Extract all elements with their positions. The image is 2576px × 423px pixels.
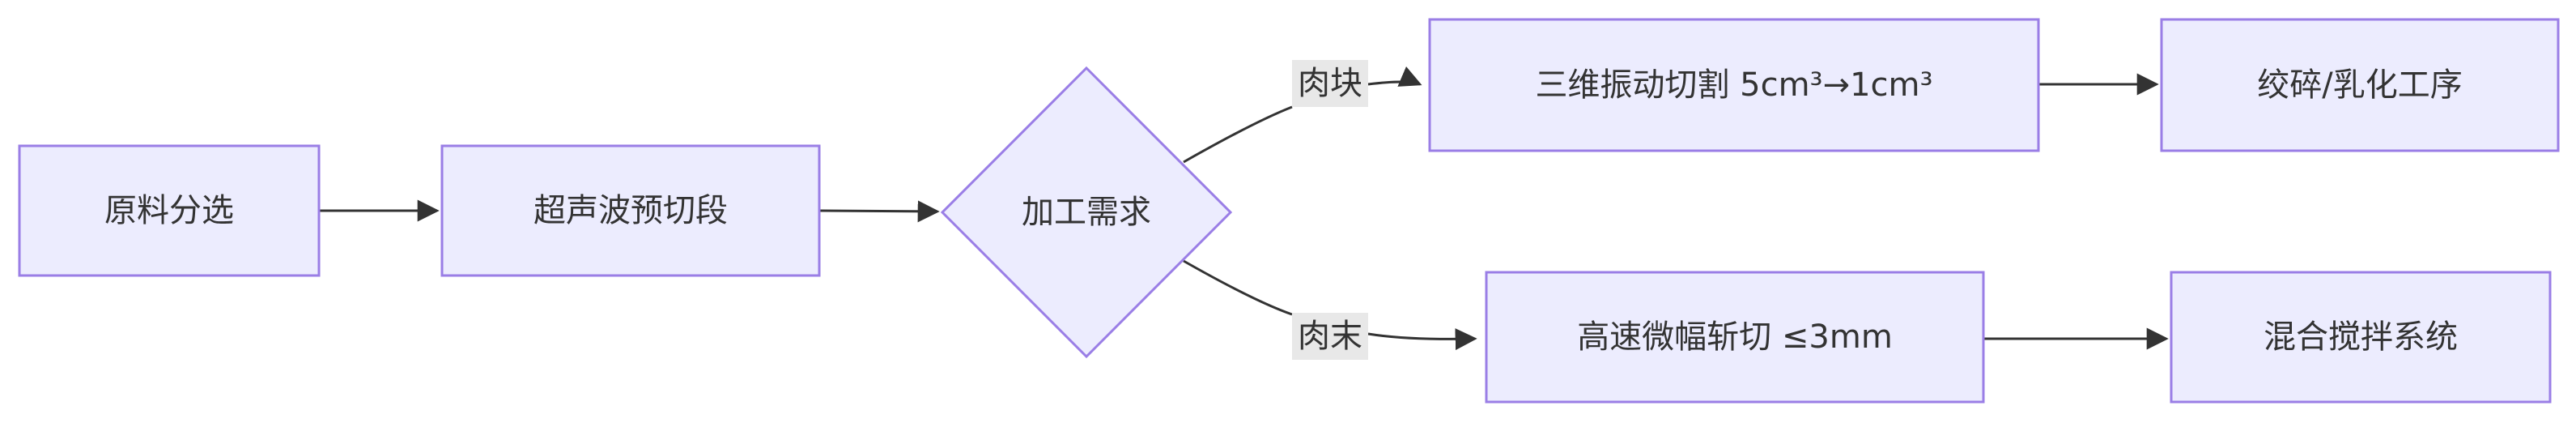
node-high-speed-chopping-label: 高速微幅斩切 ≤3mm <box>1577 318 1893 356</box>
edge-decision-to-minced-label <box>1183 259 1293 316</box>
edge-minced-label-to-chopping <box>1367 328 1477 351</box>
edge-label-chunk: 肉块 <box>1292 60 1368 107</box>
edge-label-chunk-text: 肉块 <box>1298 65 1362 102</box>
edge-chunk-label-to-vibration <box>1367 66 1422 87</box>
node-ultrasonic-precut-label: 超声波预切段 <box>533 192 728 229</box>
edge-precut-to-decision <box>817 200 940 223</box>
node-mincing-emulsify: 绞碎/乳化工序 <box>2160 18 2560 152</box>
node-processing-need-decision: 加工需求 <box>940 66 1233 359</box>
node-high-speed-chopping: 高速微幅斩切 ≤3mm <box>1485 271 1985 404</box>
node-mixing-system-label: 混合搅拌系统 <box>2264 318 2458 356</box>
node-vibration-cutting: 三维振动切割 5cm³→1cm³ <box>1428 18 2040 152</box>
node-mixing-system: 混合搅拌系统 <box>2170 271 2552 404</box>
node-mincing-emulsify-label: 绞碎/乳化工序 <box>2257 66 2462 104</box>
edge-decision-to-chunk-label <box>1183 105 1293 164</box>
edge-label-minced-text: 肉末 <box>1298 318 1362 355</box>
node-vibration-cutting-label: 三维振动切割 5cm³→1cm³ <box>1535 66 1932 104</box>
node-raw-sorting-label: 原料分选 <box>104 192 234 229</box>
node-raw-sorting: 原料分选 <box>18 144 321 277</box>
node-ultrasonic-precut: 超声波预切段 <box>440 144 821 277</box>
node-processing-need-label: 加工需求 <box>1022 194 1151 231</box>
edge-label-minced: 肉末 <box>1292 313 1368 360</box>
